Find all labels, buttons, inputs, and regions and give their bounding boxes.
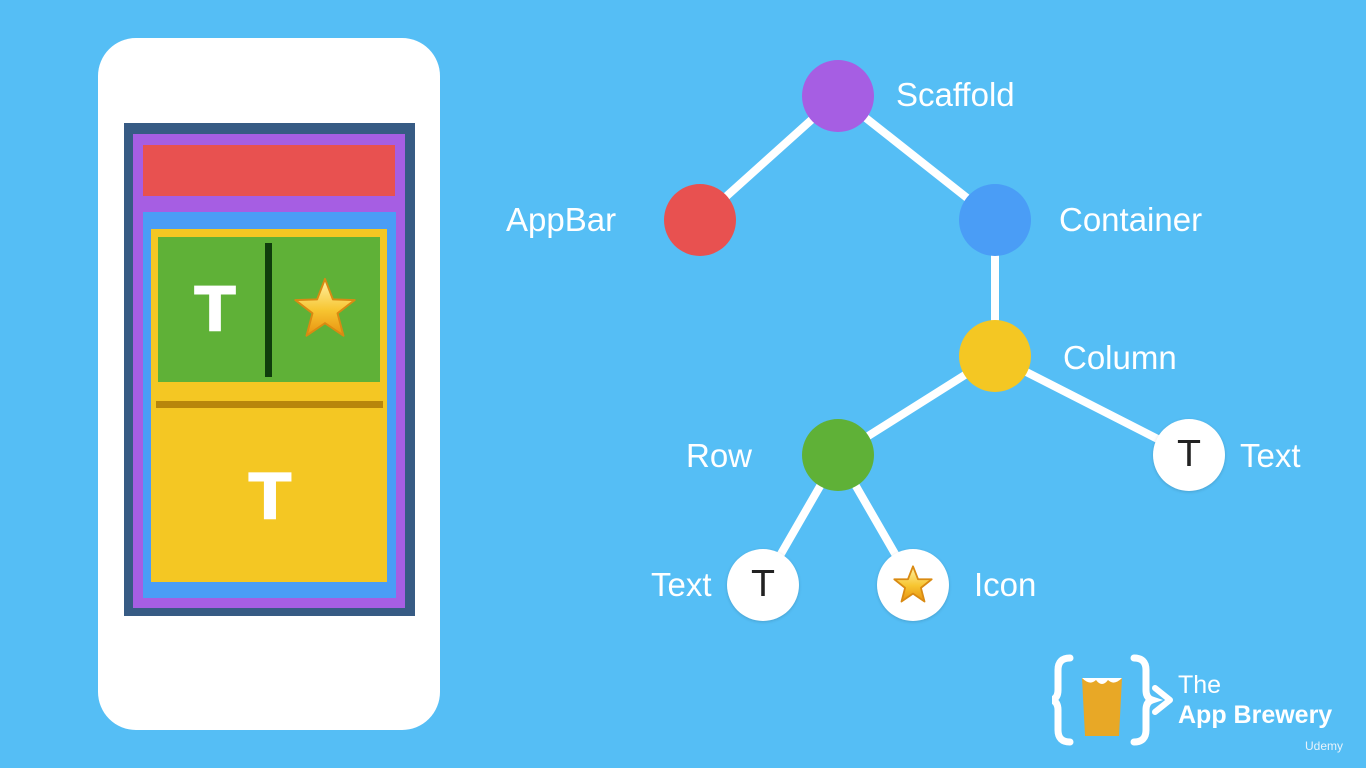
- star-icon: [294, 277, 356, 337]
- label-appbar: AppBar: [506, 201, 617, 238]
- label-column: Column: [1063, 339, 1177, 376]
- row-node: [802, 419, 874, 491]
- mock-column-text: T: [248, 461, 292, 535]
- logo-brand-text: App Brewery: [1178, 701, 1333, 729]
- logo-the-text: The: [1178, 671, 1222, 699]
- scaffold-node: [802, 60, 874, 132]
- udemy-watermark: Udemy: [1305, 739, 1344, 753]
- label-container: Container: [1059, 201, 1203, 238]
- mock-row-text: T: [193, 273, 237, 346]
- mock-appbar: [143, 145, 395, 196]
- column-text-node: T: [1153, 419, 1225, 491]
- label-row-text: Text: [651, 566, 712, 603]
- row-divider: [265, 243, 272, 377]
- icon-node: [877, 549, 949, 621]
- label-row-icon: Icon: [974, 566, 1037, 603]
- label-column-text: Text: [1240, 437, 1301, 474]
- label-scaffold: Scaffold: [896, 76, 1015, 113]
- label-row: Row: [686, 437, 753, 474]
- star-icon: [893, 565, 933, 603]
- column-divider: [156, 401, 383, 408]
- container-node: [959, 184, 1031, 256]
- column-node: [959, 320, 1031, 392]
- app-brewery-logo-icon: [1052, 654, 1173, 746]
- appbar-node: [664, 184, 736, 256]
- row-text-node: T: [727, 549, 799, 621]
